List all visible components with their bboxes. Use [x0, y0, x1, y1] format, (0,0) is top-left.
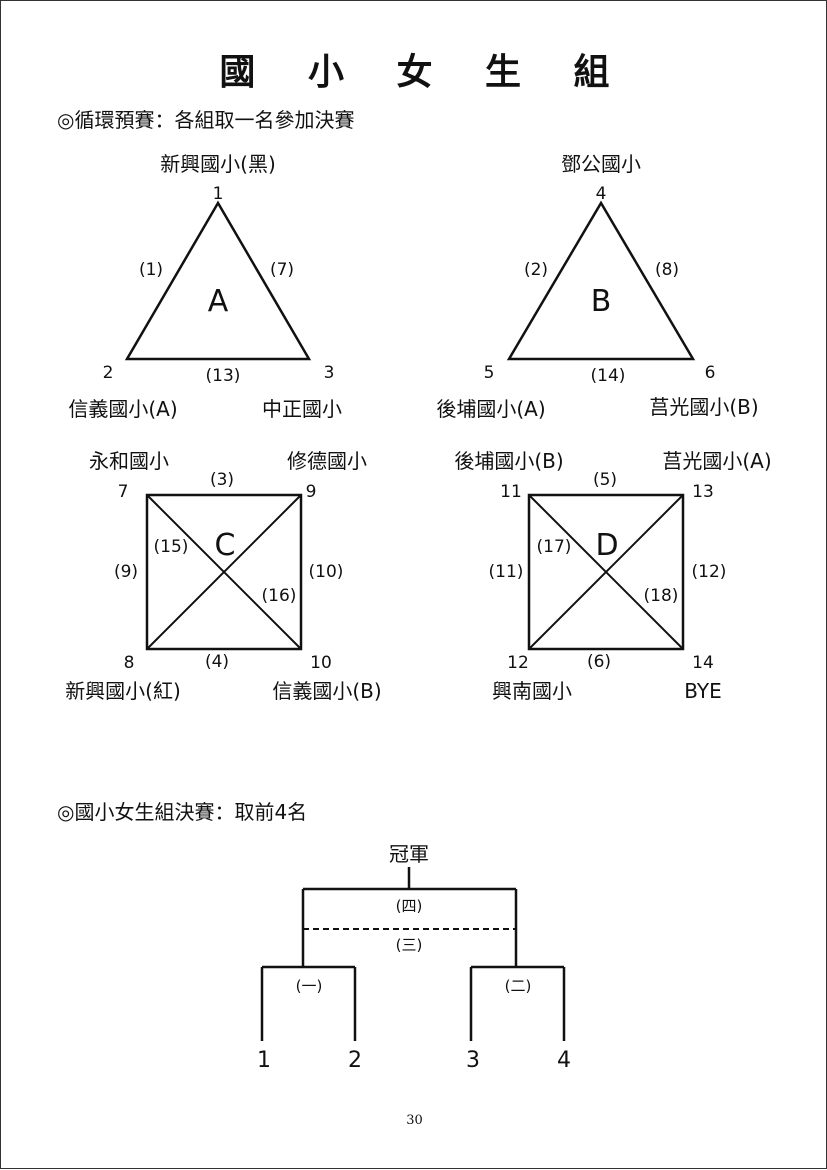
group-d-number-12: 12 — [507, 653, 529, 673]
group-c-match-diag-1: (15) — [154, 537, 189, 557]
group-b-team-top: 鄧公國小 — [561, 152, 641, 176]
group-d-match-left: (11) — [489, 562, 524, 582]
group-c-match-right: (10) — [309, 562, 344, 582]
match-third-label: (三) — [396, 936, 423, 954]
group-b-number-6: 6 — [705, 363, 716, 383]
group-a-match-bottom: (13) — [206, 366, 241, 386]
group-d-square — [527, 493, 685, 651]
group-c-team-bottom-left: 新興國小(紅) — [65, 679, 181, 703]
champion-label: 冠軍 — [389, 842, 429, 866]
group-c-team-top-right: 修德國小 — [287, 449, 367, 473]
group-d: D 11 13 12 14 後埔國小(B) 莒光國小(A) 興南國小 BYE (… — [454, 449, 771, 703]
group-a-number-2: 2 — [103, 363, 114, 383]
group-c-match-top: (3) — [210, 470, 234, 490]
group-c-match-bottom: (4) — [205, 652, 229, 672]
seed-4: 4 — [557, 1048, 571, 1073]
group-d-team-bottom-right: BYE — [684, 679, 721, 703]
group-d-match-bottom: (6) — [587, 652, 611, 672]
group-d-match-diag-1: (17) — [537, 537, 572, 557]
group-a-label: A — [208, 284, 229, 319]
group-a-team-left: 信義國小(A) — [68, 397, 177, 421]
seed-2: 2 — [348, 1048, 362, 1073]
final-bracket: 冠軍 (四) (三) (一) (二) 1 2 3 4 — [257, 842, 571, 1073]
group-d-number-11: 11 — [500, 482, 522, 502]
group-c-number-10: 10 — [310, 653, 332, 673]
group-c-label: C — [215, 528, 236, 563]
match-semi1-label: (一) — [296, 977, 323, 995]
group-c-team-top-left: 永和國小 — [89, 449, 169, 473]
group-a-match-left: (1) — [139, 260, 163, 280]
group-b-match-bottom: (14) — [591, 366, 626, 386]
group-c: C 7 9 8 10 永和國小 修德國小 新興國小(紅) 信義國小(B) (3)… — [65, 449, 381, 703]
group-d-number-13: 13 — [692, 482, 714, 502]
page-title: 國 小 女 生 組 — [219, 52, 630, 93]
group-b-label: B — [591, 284, 612, 319]
group-c-square — [145, 493, 303, 651]
page-number: 30 — [406, 1113, 423, 1128]
group-d-match-right: (12) — [692, 562, 727, 582]
group-c-match-left: (9) — [114, 562, 138, 582]
seed-3: 3 — [466, 1048, 480, 1073]
group-b-triangle — [506, 200, 696, 361]
group-c-match-diag-2: (16) — [262, 586, 297, 606]
group-b-number-5: 5 — [484, 363, 495, 383]
group-d-match-diag-2: (18) — [644, 586, 679, 606]
group-d-match-top: (5) — [593, 470, 617, 490]
group-b-match-left: (2) — [524, 260, 548, 280]
group-d-team-top-left: 後埔國小(B) — [454, 449, 563, 473]
group-d-label: D — [595, 528, 618, 563]
group-a-number-3: 3 — [324, 363, 335, 383]
group-c-number-8: 8 — [124, 653, 135, 673]
group-a-triangle — [124, 200, 312, 361]
match-final-label: (四) — [396, 897, 423, 915]
final-heading: ◎國小女生組決賽：取前4名 — [57, 800, 308, 824]
group-c-number-7: 7 — [118, 482, 129, 502]
group-d-team-top-right: 莒光國小(A) — [662, 449, 771, 473]
seed-1: 1 — [257, 1048, 271, 1073]
group-d-number-14: 14 — [692, 653, 714, 673]
group-a-number-1: 1 — [213, 184, 224, 204]
group-c-team-bottom-right: 信義國小(B) — [272, 679, 381, 703]
group-a-match-right: (7) — [270, 260, 294, 280]
group-d-diagonal-2 — [528, 494, 684, 650]
group-b-team-left: 後埔國小(A) — [436, 397, 545, 421]
group-a-team-top: 新興國小(黑) — [160, 152, 276, 176]
group-d-team-bottom-left: 興南國小 — [492, 679, 572, 703]
group-c-number-9: 9 — [306, 482, 317, 502]
match-semi2-label: (二) — [505, 977, 532, 995]
group-b-match-right: (8) — [655, 260, 679, 280]
group-b-team-right: 莒光國小(B) — [649, 395, 758, 419]
prelim-heading: ◎循環預賽：各組取一名參加決賽 — [57, 108, 355, 132]
group-c-diagonal-2 — [146, 494, 302, 650]
group-a-team-right: 中正國小 — [262, 397, 342, 421]
group-a: A 1 2 3 新興國小(黑) 信義國小(A) 中正國小 (1) (7) (13… — [68, 152, 342, 421]
group-b-number-4: 4 — [596, 184, 607, 204]
group-b: B 4 5 6 鄧公國小 後埔國小(A) 莒光國小(B) (2) (8) (14… — [436, 152, 758, 421]
